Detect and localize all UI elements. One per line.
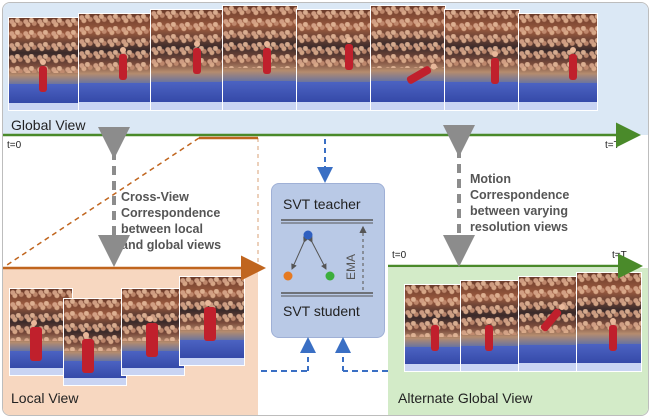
node-orange xyxy=(283,271,293,281)
ema-label: EMA xyxy=(344,254,358,280)
node-blue xyxy=(303,230,313,240)
global-frame xyxy=(8,17,80,111)
local-view-panel: Local View xyxy=(3,268,258,415)
cross-view-line: Cross-View xyxy=(121,190,189,204)
local-frame xyxy=(9,288,73,376)
global-view-panel: Global View xyxy=(3,3,648,135)
local-frame xyxy=(179,276,245,366)
global-frame xyxy=(296,9,372,111)
global-frame xyxy=(518,13,598,111)
alt-frame xyxy=(576,272,642,372)
alt-axis-start: t=0 xyxy=(392,250,407,261)
global-axis-start: t=0 xyxy=(7,140,22,151)
global-frame xyxy=(222,5,298,111)
global-frame xyxy=(78,13,152,111)
svt-student-label: SVT student xyxy=(283,303,360,319)
alt-frame xyxy=(518,276,578,372)
svt-model-box: SVT teacher SVT student xyxy=(271,183,385,338)
global-frame xyxy=(150,9,224,111)
cross-view-line: Correspondence xyxy=(121,206,221,220)
alternate-global-view-panel: Alternate Global View xyxy=(388,268,648,415)
edge-blue-green xyxy=(307,236,327,270)
local-frame xyxy=(63,298,127,386)
diagram-connectors: EMA xyxy=(3,122,643,372)
edge-blue-orange xyxy=(291,236,309,270)
local-crop-dashed xyxy=(6,137,200,266)
global-frame xyxy=(370,5,446,111)
svt-teacher-label: SVT teacher xyxy=(283,196,361,212)
alt-frame xyxy=(460,280,520,372)
motion-correspondence-text: Motion Correspondence between varying re… xyxy=(470,171,569,235)
local-view-label: Local View xyxy=(11,390,79,406)
motion-line: Motion xyxy=(470,172,511,186)
global-view-label: Global View xyxy=(11,117,86,133)
motion-line: resolution views xyxy=(470,220,568,234)
cross-view-line: and global views xyxy=(121,238,222,252)
motion-line: between varying xyxy=(470,204,568,218)
alt-frame xyxy=(404,284,462,372)
cross-view-line: between local xyxy=(121,222,203,236)
cross-view-text: Cross-View Correspondence between local … xyxy=(121,189,221,253)
local-frame xyxy=(121,288,185,376)
node-green xyxy=(325,271,335,281)
alternate-view-label: Alternate Global View xyxy=(398,390,533,406)
motion-line: Correspondence xyxy=(470,188,570,202)
global-frame xyxy=(444,9,520,111)
global-axis-end: t=T xyxy=(605,140,620,151)
